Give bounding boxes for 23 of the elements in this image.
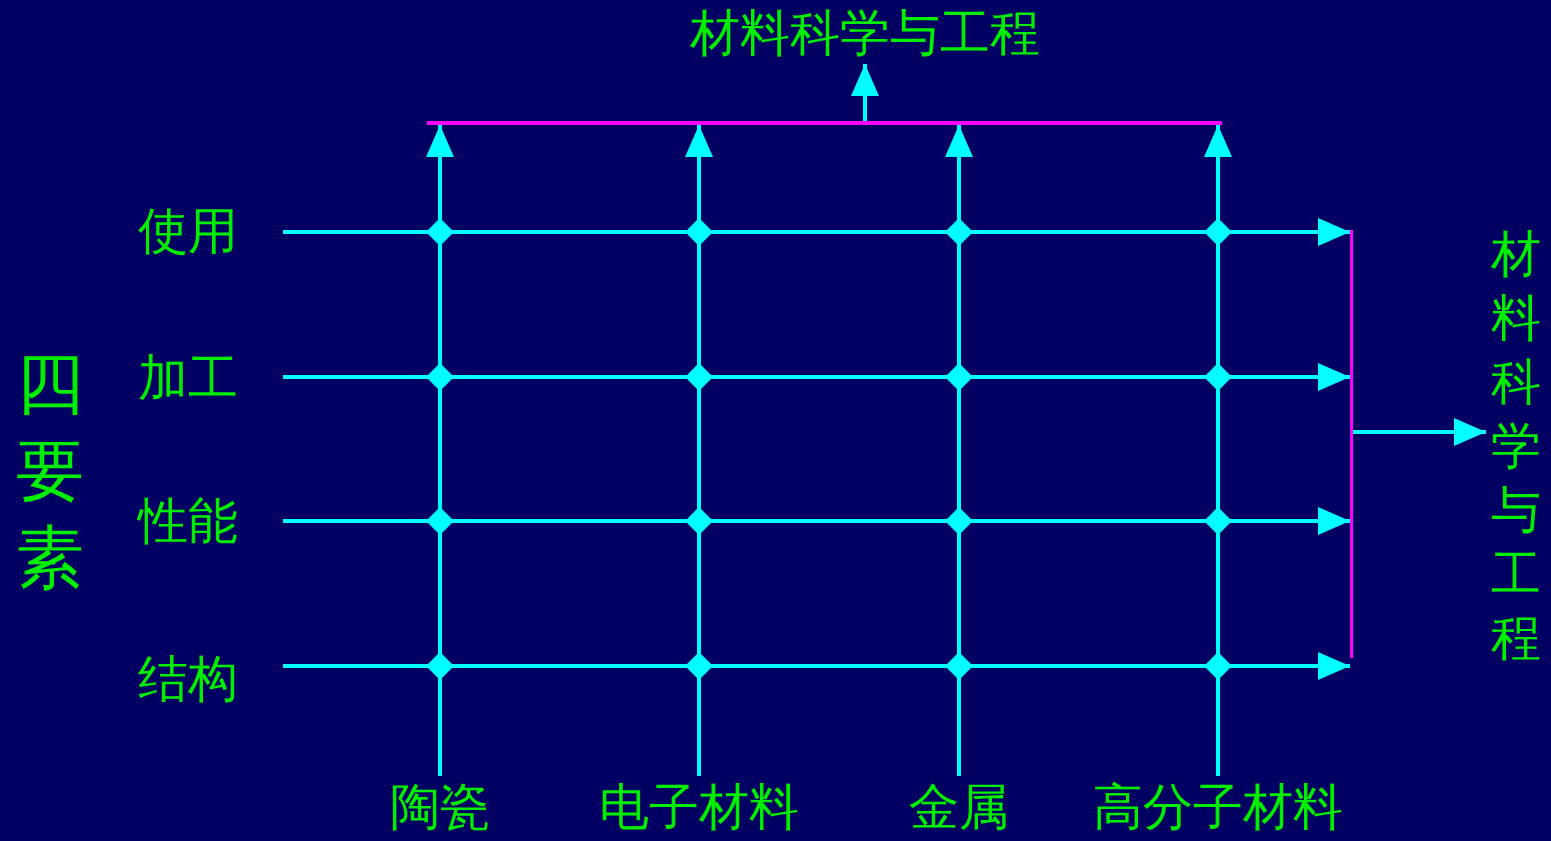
arrow	[283, 652, 1350, 680]
text-label: 电子材料	[589, 776, 809, 838]
arrow	[1353, 418, 1486, 446]
arrow	[945, 125, 973, 776]
text-label: 性能	[138, 488, 283, 554]
vertical-heading: 材料科学与工程	[1486, 222, 1546, 672]
text-label: 金属	[899, 776, 1019, 838]
bracket-bar	[1350, 230, 1353, 658]
text-label: 高分子材料	[1077, 776, 1359, 838]
arrow	[283, 363, 1350, 391]
text-label: 材料科学与工程	[670, 2, 1060, 64]
bracket-bar	[427, 121, 1222, 125]
text-label: 结构	[138, 646, 283, 712]
text-label: 加工	[138, 345, 283, 411]
arrow	[1204, 125, 1232, 776]
arrow	[426, 125, 454, 776]
text-label: 使用	[138, 198, 283, 264]
arrow	[283, 218, 1350, 246]
arrow	[283, 507, 1350, 535]
text-label: 陶瓷	[375, 776, 505, 838]
vertical-heading: 四要素	[12, 340, 88, 602]
arrow	[851, 64, 879, 121]
arrow	[685, 125, 713, 776]
